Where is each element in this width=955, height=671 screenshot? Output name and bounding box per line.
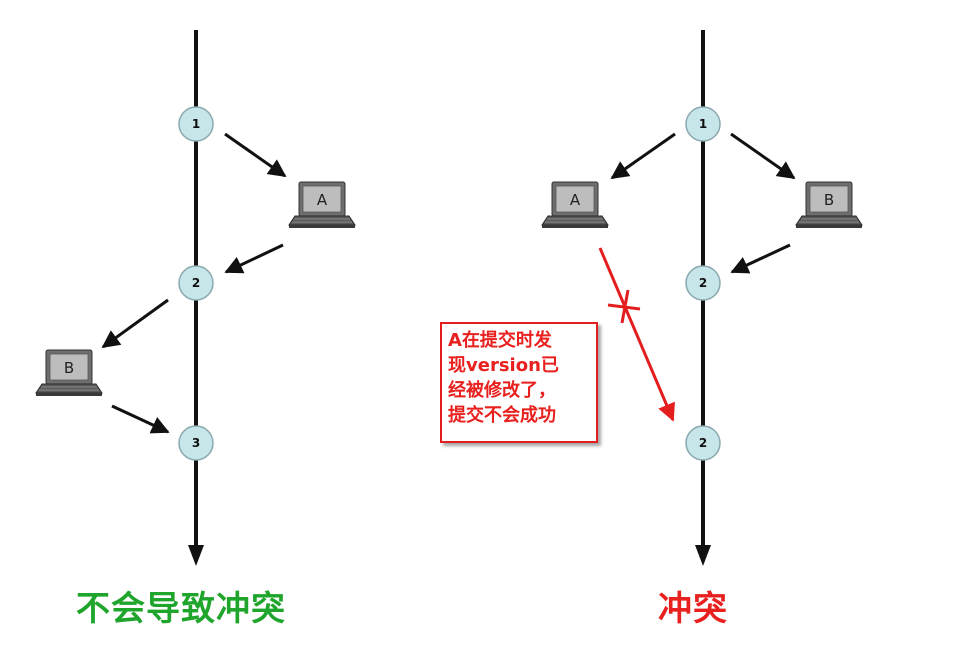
left-timeline-arrowhead bbox=[188, 545, 204, 566]
left-node-1-label: 1 bbox=[192, 117, 200, 131]
conflict-note: A在提交时发 现version已 经被修改了， 提交不会成功 bbox=[440, 322, 598, 443]
left-arrow-laptop-a-to-node2 bbox=[224, 243, 284, 274]
left-node-1: 1 bbox=[178, 106, 214, 142]
caption-no-conflict: 不会导致冲突 bbox=[76, 589, 286, 629]
right-node-2b: 2 bbox=[685, 425, 721, 461]
right-conflict-cross-icon bbox=[607, 289, 641, 324]
left-node-2: 2 bbox=[178, 265, 214, 301]
right-node-2a: 2 bbox=[685, 265, 721, 301]
right-node-2a-label: 2 bbox=[699, 276, 707, 290]
left-laptop-a-label: A bbox=[317, 191, 328, 209]
left-laptop-b-label: B bbox=[64, 359, 74, 377]
right-arrow-laptop-b-to-node2 bbox=[730, 243, 791, 274]
left-node-3-label: 3 bbox=[192, 436, 200, 450]
right-laptop-a-label: A bbox=[570, 191, 581, 209]
left-arrow-laptop-b-to-node3 bbox=[111, 404, 170, 434]
left-arrow-node1-to-laptop-a bbox=[224, 132, 287, 178]
left-laptop-a-icon: A bbox=[288, 181, 356, 229]
right-node-1-label: 1 bbox=[699, 117, 707, 131]
conflict-note-line-1: A在提交时发 bbox=[448, 330, 552, 351]
right-laptop-a-icon: A bbox=[541, 181, 609, 229]
right-node-1: 1 bbox=[685, 106, 721, 142]
caption-conflict: 冲突 bbox=[658, 589, 728, 629]
conflict-note-line-4: 提交不会成功 bbox=[448, 405, 556, 426]
right-laptop-b-label: B bbox=[824, 191, 834, 209]
conflict-note-line-2: 现version已 bbox=[448, 355, 559, 376]
right-timeline: 1 2 2 A B bbox=[541, 30, 863, 566]
left-arrow-node2-to-laptop-b bbox=[101, 298, 169, 349]
right-arrow-node1-to-laptop-b bbox=[730, 132, 796, 180]
right-node-2b-label: 2 bbox=[699, 436, 707, 450]
right-conflict-arrow-laptop-a-to-node2 bbox=[598, 247, 675, 422]
left-node-2-label: 2 bbox=[192, 276, 200, 290]
right-laptop-b-icon: B bbox=[795, 181, 863, 229]
right-arrow-node1-to-laptop-a bbox=[610, 132, 676, 180]
left-node-3: 3 bbox=[178, 425, 214, 461]
left-timeline: 1 2 3 A B bbox=[35, 30, 356, 566]
left-laptop-b-icon: B bbox=[35, 349, 103, 397]
conflict-note-line-3: 经被修改了， bbox=[448, 380, 556, 401]
right-timeline-arrowhead bbox=[695, 545, 711, 566]
